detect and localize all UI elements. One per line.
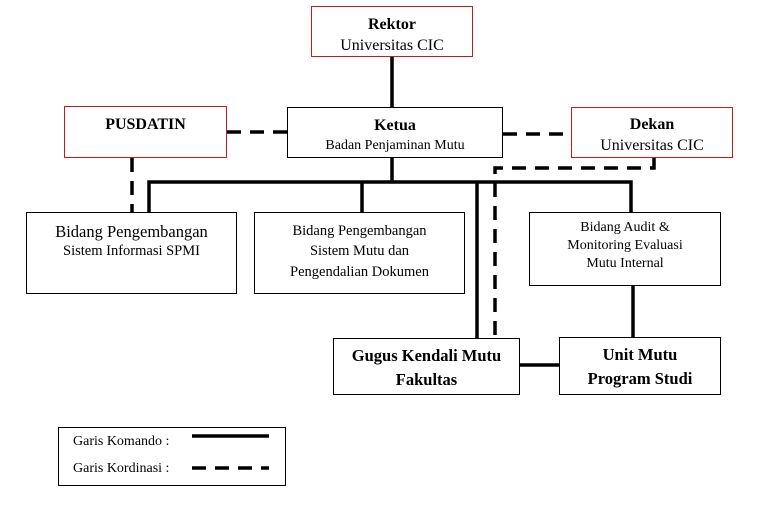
node-bidang-audit-line1: Bidang Audit & [580, 220, 670, 235]
node-gkm-line2: Fakultas [395, 369, 458, 389]
node-bidang-sm-line1: Bidang Pengembangan [292, 223, 427, 239]
node-unit-mutu-prodi: Unit Mutu Program Studi [559, 337, 721, 395]
node-ketua: Ketua Badan Penjaminan Mutu [287, 107, 503, 158]
node-bidang-audit: Bidang Audit & Monitoring Evaluasi Mutu … [529, 212, 721, 286]
node-bidang-audit-line2: Monitoring Evaluasi [567, 238, 683, 254]
node-bidang-si-line2: Sistem Informasi SPMI [63, 243, 200, 260]
node-ump-line2: Program Studi [587, 368, 693, 388]
node-bidang-audit-line3: Mutu Internal [586, 256, 664, 272]
node-pusdatin-title: PUSDATIN [105, 116, 186, 133]
node-dekan-subtitle: Universitas CIC [600, 136, 704, 154]
legend-coordination-label: Garis Kordinasi : [73, 461, 170, 476]
node-dekan: Dekan Universitas CIC [571, 107, 733, 158]
coordination-lines [130, 130, 656, 338]
node-bidang-si-line1: Bidang Pengembangan [55, 222, 208, 241]
dekan-to-gkm-line [493, 158, 656, 338]
node-dekan-title: Dekan [629, 116, 675, 133]
node-gkm-line1: Gugus Kendali Mutu [351, 346, 502, 365]
node-pusdatin: PUSDATIN [64, 106, 227, 158]
node-gugus-kendali-mutu: Gugus Kendali Mutu Fakultas [333, 338, 520, 395]
node-rektor: Rektor Universitas CIC [311, 6, 473, 57]
node-ketua-subtitle: Badan Penjaminan Mutu [325, 137, 465, 153]
legend-swatches [192, 434, 269, 470]
main-bus-line [147, 180, 633, 212]
node-ketua-title: Ketua [374, 117, 416, 134]
node-rektor-title: Rektor [368, 16, 416, 33]
node-bidang-sistem-informasi: Bidang Pengembangan Sistem Informasi SPM… [26, 212, 237, 294]
node-bidang-sm-line3: Pengendalian Dokumen [290, 263, 429, 280]
legend: Garis Komando : Garis Kordinasi : [58, 427, 286, 486]
legend-command-label: Garis Komando : [73, 434, 170, 449]
node-rektor-subtitle: Universitas CIC [340, 36, 444, 54]
node-ump-line1: Unit Mutu [602, 345, 678, 364]
command-lines [147, 57, 635, 367]
node-bidang-sm-line2: Sistem Mutu dan [309, 243, 410, 260]
node-bidang-sistem-mutu: Bidang Pengembangan Sistem Mutu dan Peng… [254, 212, 465, 294]
